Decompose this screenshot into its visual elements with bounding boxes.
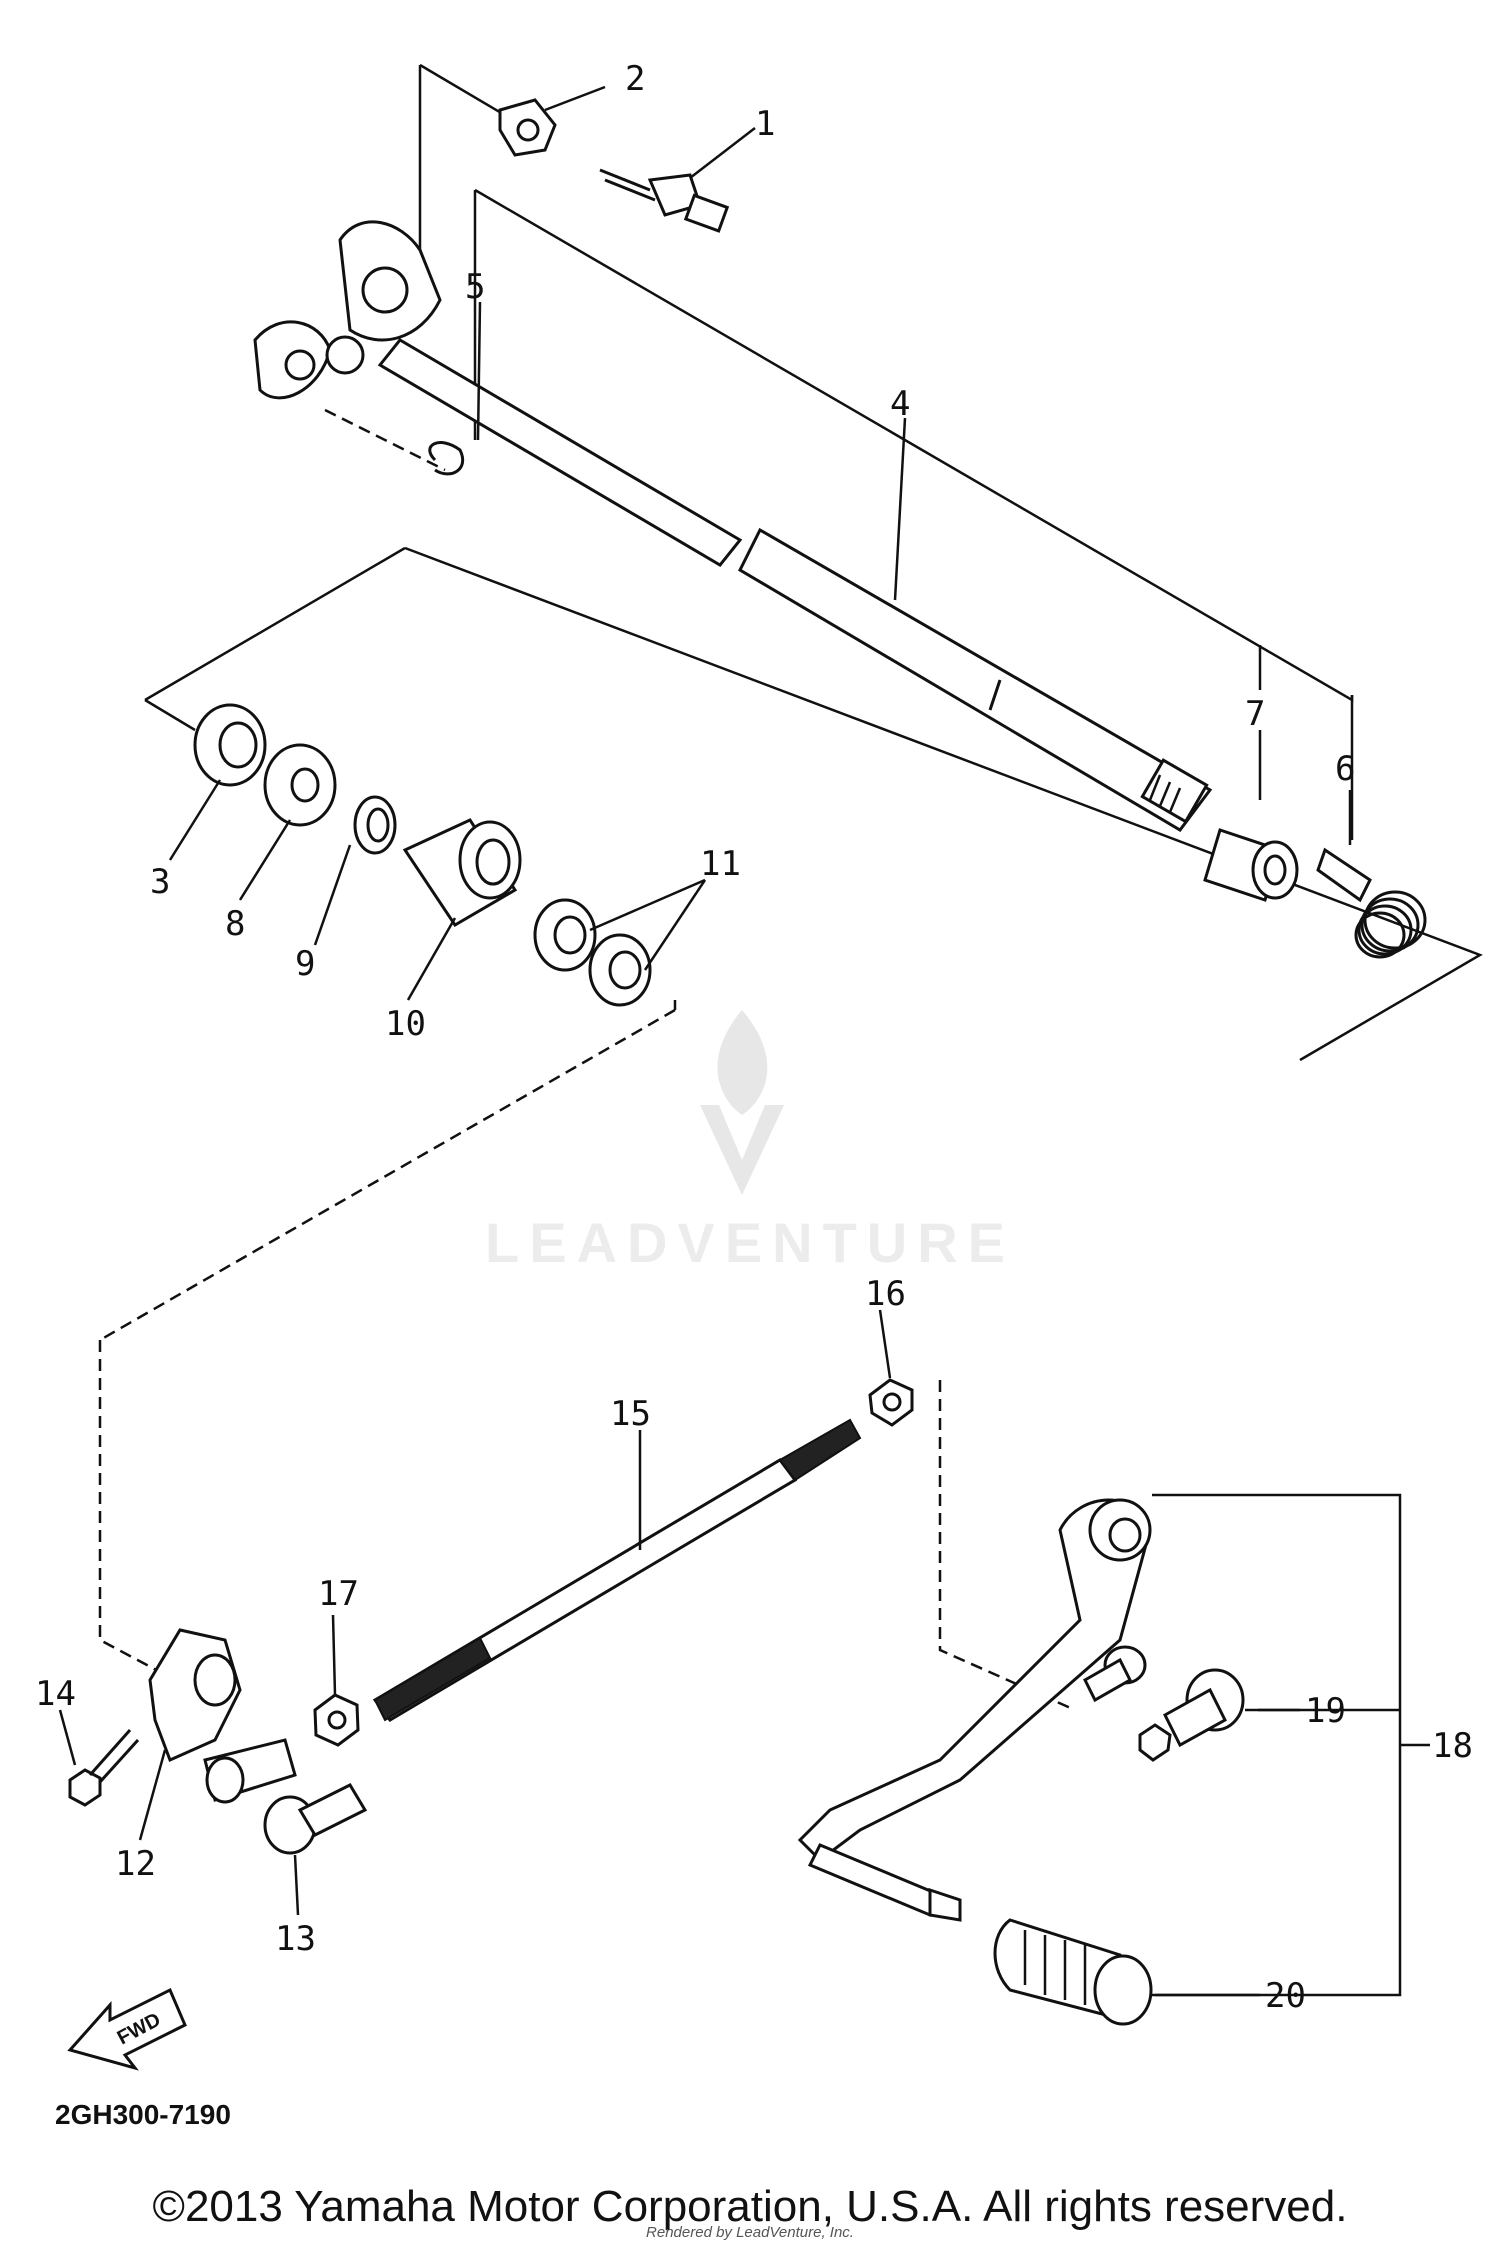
- label-9: 9: [295, 944, 315, 984]
- part-20-rubber: [993, 1918, 1153, 2026]
- label-16: 16: [865, 1274, 906, 1314]
- upper-frame-lines: [144, 63, 1483, 1062]
- label-12: 12: [115, 1844, 156, 1884]
- label-10: 10: [385, 1004, 426, 1044]
- label-7: 7: [1245, 694, 1265, 734]
- shift-shaft: [377, 338, 1213, 832]
- part-3-oil-seal: [193, 703, 267, 787]
- label-3: 3: [150, 862, 170, 902]
- diagram-code: 2GH300-7190: [55, 2099, 231, 2130]
- part-19-rod-end: [1083, 1645, 1245, 1762]
- part-16-nut: [868, 1378, 914, 1427]
- part-7-collar: [1203, 828, 1299, 902]
- watermark-text: LEADVENTURE: [485, 1211, 1015, 1274]
- forward-arrow-icon: FWD: [67, 1987, 187, 2071]
- shift-arm: [253, 220, 442, 400]
- label-18: 18: [1432, 1726, 1473, 1766]
- label-20: 20: [1265, 1976, 1306, 2016]
- part-labels: 2 1 5 4 7 6 3 8 9 10 11 16 15 17 14 12 1…: [35, 59, 1473, 2016]
- label-2: 2: [625, 59, 645, 99]
- part-8-washer: [263, 743, 337, 827]
- label-15: 15: [610, 1394, 651, 1434]
- part-6-spring: [1316, 847, 1427, 959]
- label-6: 6: [1335, 749, 1355, 789]
- label-11: 11: [700, 844, 741, 884]
- part-11-oil-seals: [533, 898, 652, 1007]
- part-1-bolt: [599, 168, 730, 233]
- label-1: 1: [755, 104, 775, 144]
- label-8: 8: [225, 904, 245, 944]
- label-17: 17: [318, 1574, 359, 1614]
- label-5: 5: [465, 267, 485, 307]
- part-13-ball-joint: [263, 1783, 368, 1855]
- part-12-joint: [148, 1628, 297, 1804]
- part-10-bushing: [402, 818, 522, 928]
- label-14: 14: [35, 1674, 76, 1714]
- part-2-nut: [498, 98, 557, 157]
- copyright-notice: ©2013 Yamaha Motor Corporation, U.S.A. A…: [152, 2182, 1348, 2231]
- rendered-by-note: Rendered by LeadVenture, Inc.: [646, 2224, 854, 2241]
- part-5-clip: [428, 441, 464, 476]
- part-14-bolt: [68, 1729, 140, 1807]
- leader-lines: [58, 85, 1352, 1997]
- part-9-circlip: [353, 795, 397, 855]
- part-17-nut: [313, 1693, 360, 1747]
- label-13: 13: [275, 1919, 316, 1959]
- part-15-shift-rod: [372, 1418, 862, 1722]
- label-19: 19: [1305, 1691, 1346, 1731]
- label-4: 4: [890, 384, 910, 424]
- watermark-logo: LEADVENTURE: [485, 1010, 1015, 1274]
- part-18-shift-pedal: [797, 1498, 1152, 1922]
